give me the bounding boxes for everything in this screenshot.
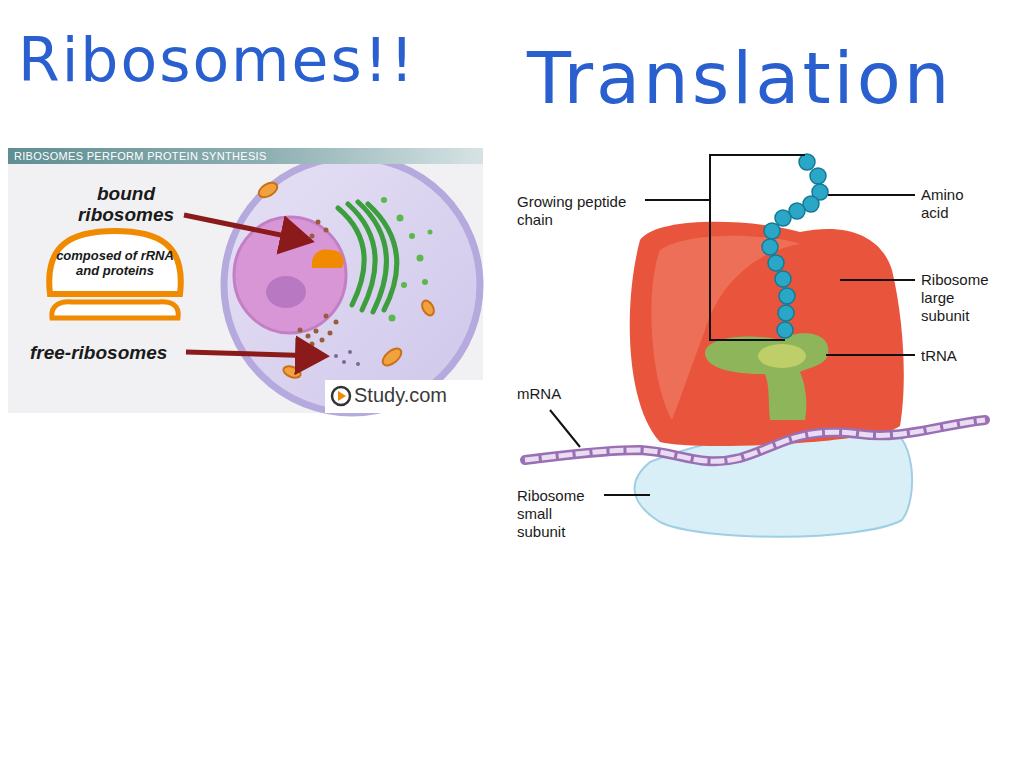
amino-acid-bead [764,223,780,239]
amino-acid-bead [768,255,784,271]
trna [705,333,828,420]
node-text: composed of rRNA and proteins [56,248,174,278]
amino-acid-bead [799,154,815,170]
pointer-arrow [186,352,320,356]
nucleolus [266,276,306,308]
part-label: mRNA [517,385,561,403]
amino-acid-bead [810,168,826,184]
part-label: tRNA [921,347,957,365]
amino-acid-bead [775,210,791,226]
part-label: Amino acid [921,186,991,222]
part-label: free-ribosomes [30,342,167,363]
mitochondria [256,180,436,380]
logo-box [325,380,483,413]
amino-acid-bead [777,322,793,338]
trna-highlight [758,344,806,368]
part-label: Ribosome small subunit [517,487,599,541]
amino-acid-bead [775,271,791,287]
banner: RIBOSOMES PERFORM PROTEIN SYNTHESIS [8,148,483,164]
large-subunit [630,222,904,446]
amino-acid-bead [778,305,794,321]
amino-acid-bead [762,239,778,255]
free-ribosome-dots [334,350,360,366]
logo-text: Study.com [354,384,447,407]
mrna-strand [525,420,985,461]
golgi [338,202,397,312]
bound-ribosome [312,250,344,268]
part-label: Ribosome large subunit [921,271,1003,325]
ribosome-shape: composed of rRNA and proteins [42,226,188,326]
amino-acid-bead [779,288,795,304]
part-label: Growing peptide chain [517,193,643,229]
banner-text: RIBOSOMES PERFORM PROTEIN SYNTHESIS [14,149,267,163]
part-label: bound ribosomes [72,183,180,225]
panel-ground [8,148,483,413]
handwritten-heading: Translation [527,42,952,114]
handwritten-title: Ribosomes!! [18,30,416,90]
peptide-chain [762,154,828,338]
mrna-codons [525,420,985,461]
pointer-arrow [184,215,305,240]
logo-icon [332,387,350,405]
logo-play [338,391,346,401]
cell [224,157,480,413]
